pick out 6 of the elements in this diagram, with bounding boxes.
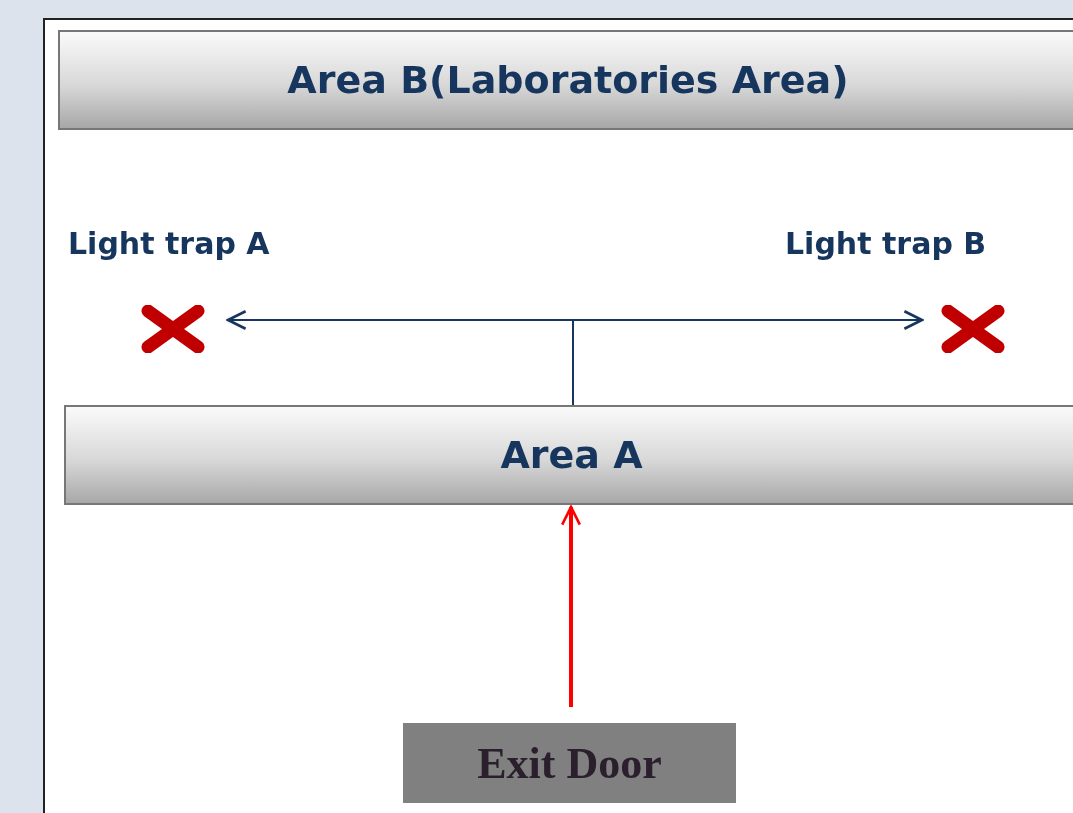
arrow [560,505,582,707]
area-band: Area A [64,405,1073,505]
door-box: Exit Door [403,723,736,803]
trap-label: Light trap A [68,226,271,261]
trap-label: Light trap B [785,226,988,261]
area-band: Area B(Laboratories Area) [58,30,1073,130]
